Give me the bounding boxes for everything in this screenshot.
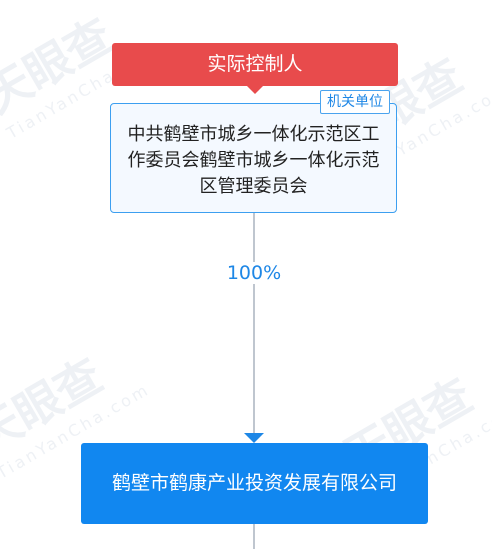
connector-line [253, 524, 255, 549]
ownership-percent: 100% [204, 262, 304, 284]
actual-controller-header: 实际控制人 [112, 43, 398, 94]
owner-name[interactable]: 中共鹤壁市城乡一体化示范区工作委员会鹤壁市城乡一体化示范区管理委员会 [127, 124, 380, 197]
owner-node[interactable]: 机关单位 中共鹤壁市城乡一体化示范区工作委员会鹤壁市城乡一体化示范区管理委员会 [110, 90, 397, 213]
entity-type-badge: 机关单位 [320, 90, 390, 114]
company-node[interactable]: 鹤壁市鹤康产业投资发展有限公司 [81, 443, 428, 524]
arrow-down-icon [244, 433, 264, 443]
connector-line [253, 213, 255, 442]
